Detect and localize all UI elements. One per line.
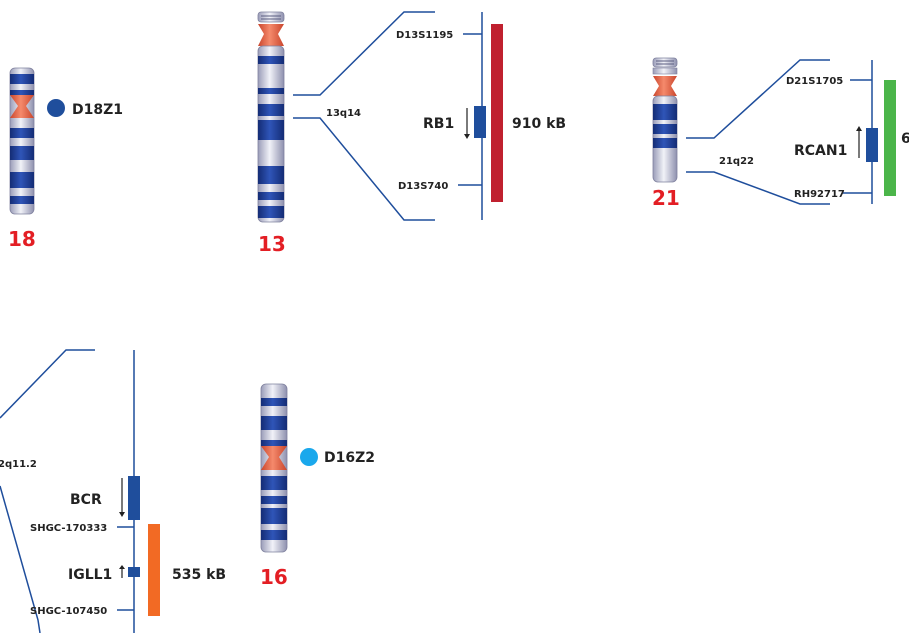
rcan1-gene-block <box>866 128 878 162</box>
chr21-zoom-lines <box>686 59 873 205</box>
chr22-marker-mid: SHGC-170333 <box>30 523 107 534</box>
d18z1-label: D18Z1 <box>72 102 123 118</box>
chr21-marker-top: D21S1705 <box>786 76 843 87</box>
igll1-probe-bar <box>148 524 160 616</box>
chr22-zoom-lines <box>0 349 135 633</box>
chromosome-21-number: 21 <box>652 186 680 210</box>
chr21-marker-bottom: RH92717 <box>794 189 845 200</box>
rb1-size-label: 910 kB <box>512 116 566 132</box>
rcan1-size-label: 6 <box>901 131 909 147</box>
chr13-marker-top: D13S1195 <box>396 30 453 41</box>
rb1-gene-block <box>474 106 486 138</box>
chromosome-18 <box>9 67 35 215</box>
bcr-label: BCR <box>70 492 102 508</box>
rb1-label: RB1 <box>423 116 454 132</box>
igll1-strand-arrow-icon <box>119 565 125 578</box>
rcan1-probe-bar <box>884 80 896 196</box>
chr13-marker-bottom: D13S740 <box>398 181 448 192</box>
rb1-probe-bar <box>491 24 503 202</box>
igll1-size-label: 535 kB <box>172 567 226 583</box>
chromosome-18-number: 18 <box>8 227 36 251</box>
igll1-label: IGLL1 <box>68 567 112 583</box>
chr13-band-label: 13q14 <box>326 108 361 119</box>
chromosome-21 <box>652 57 678 183</box>
rcan1-strand-arrow-icon <box>856 126 862 158</box>
rb1-strand-arrow-icon <box>464 108 470 139</box>
chromosome-13 <box>257 11 285 223</box>
rcan1-label: RCAN1 <box>794 143 847 159</box>
chr21-band-label: 21q22 <box>719 156 754 167</box>
chromosome-16 <box>260 383 288 553</box>
igll1-gene-block <box>128 567 140 577</box>
d18z1-probe-dot <box>47 99 65 117</box>
chr22-band-label: 2q11.2 <box>0 459 37 470</box>
d16z2-probe-dot <box>300 448 318 466</box>
bcr-gene-block <box>128 476 140 520</box>
chromosome-13-number: 13 <box>258 232 286 256</box>
chromosome-16-number: 16 <box>260 565 288 589</box>
d16z2-label: D16Z2 <box>324 450 375 466</box>
chr22-marker-bottom: SHGC-107450 <box>30 606 107 617</box>
bcr-strand-arrow-icon <box>119 478 125 517</box>
